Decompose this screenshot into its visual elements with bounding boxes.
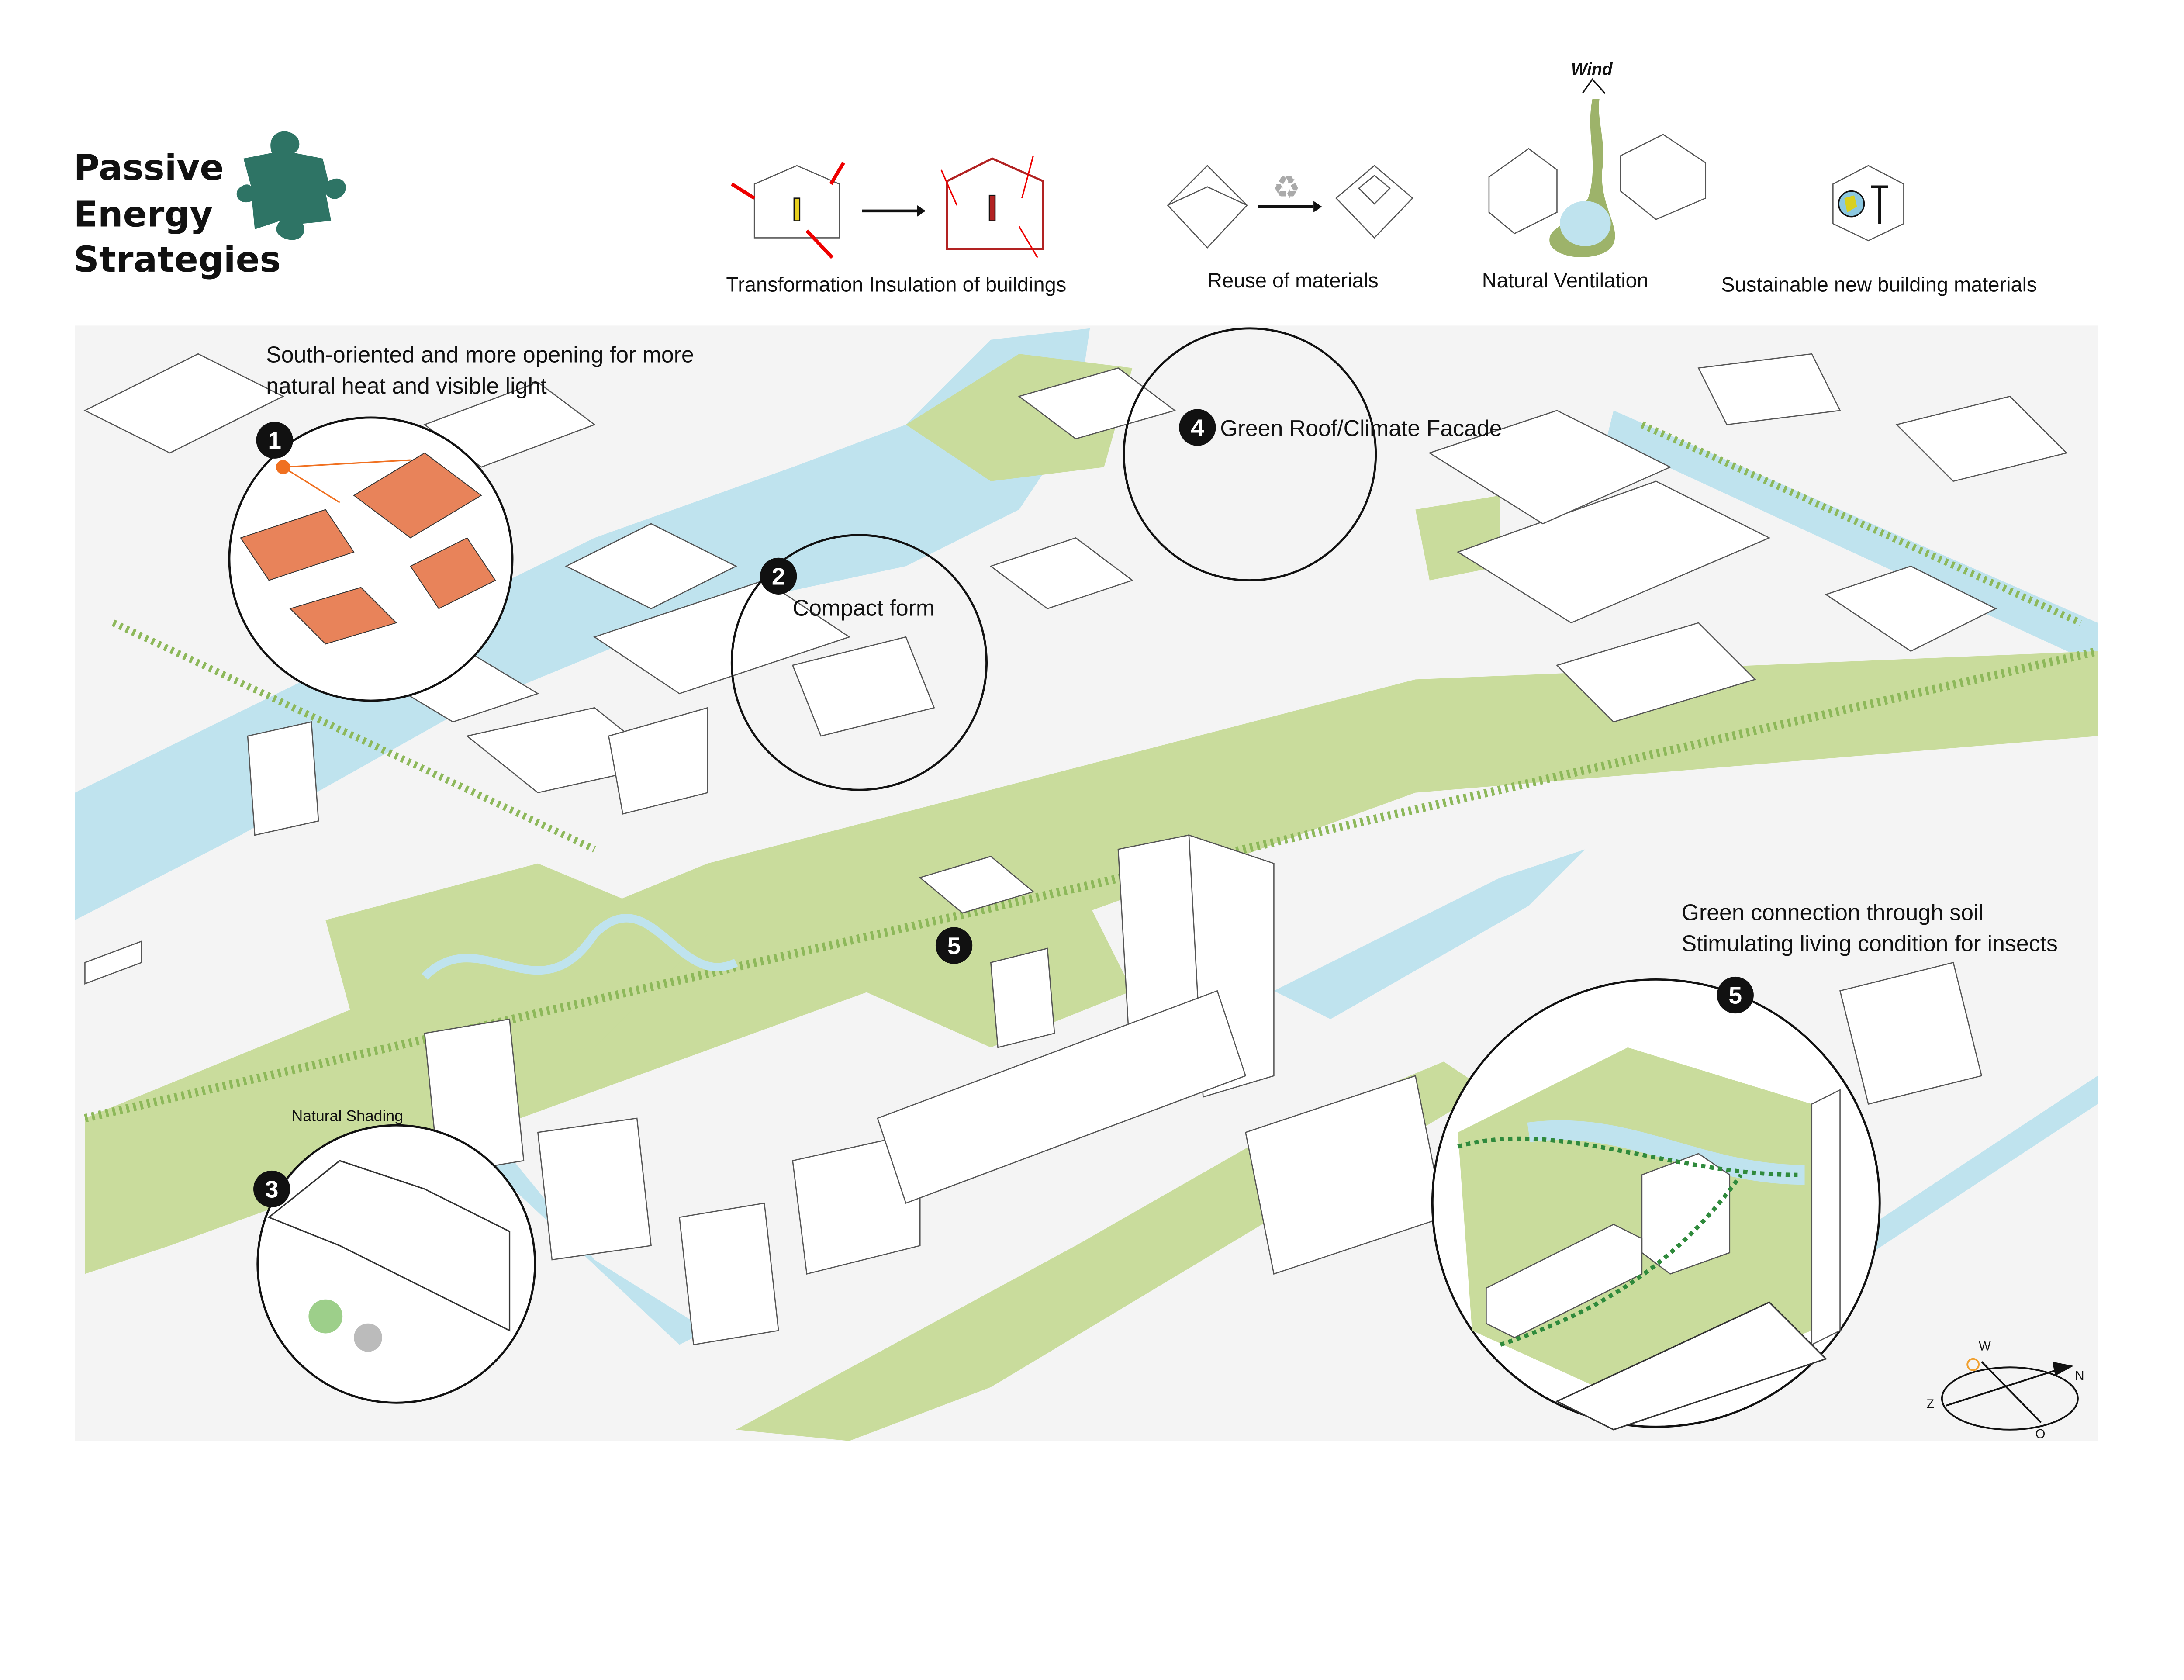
legend-label-insulation: Transformation Insulation of buildings	[726, 273, 1066, 296]
title-line-3: Strategies	[74, 239, 281, 280]
callout-1-label-line-1: South-oriented and more opening for more	[266, 342, 694, 367]
callout-4-number: 4	[1191, 414, 1204, 441]
callout-5a-number: 5	[947, 932, 961, 959]
callout-4-label: Green Roof/Climate Facade	[1220, 415, 1502, 441]
callout-4: 4 Green Roof/Climate Facade	[1123, 327, 1502, 582]
compass-o: O	[2035, 1427, 2046, 1441]
callout-5-label-line-1: Green connection through soil	[1682, 899, 1984, 925]
legend: Transformation Insulation of buildings ♻…	[726, 60, 2037, 296]
callout-2-label: Compact form	[793, 595, 935, 621]
puzzle-piece-icon	[236, 131, 346, 240]
passive-energy-diagram: Passive Energy Strategies Transformation…	[74, 60, 2099, 1441]
ventilation-icon	[1488, 78, 1707, 257]
callout-3-number: 3	[265, 1175, 279, 1203]
callout-5-detail: Green connection through soil Stimulatin…	[1431, 899, 2058, 1431]
buildings	[83, 353, 2068, 1345]
callout-1-number: 1	[268, 427, 281, 454]
canal-lower	[1840, 1075, 2098, 1274]
compass-w: W	[1979, 1339, 1991, 1353]
wind-label: Wind	[1571, 60, 1613, 79]
callout-5b-number: 5	[1728, 982, 1742, 1009]
earth-tools-icon	[1832, 165, 1904, 242]
title-block: Passive Energy Strategies	[74, 131, 346, 280]
callout-1-label-line-2: natural heat and visible light	[266, 373, 547, 398]
river	[75, 328, 1090, 920]
callout-2-number: 2	[772, 563, 785, 590]
compass-n: N	[2075, 1369, 2084, 1383]
callout-5-map: 5	[935, 927, 973, 964]
sun-icon	[1966, 1358, 1980, 1371]
title-line-1: Passive	[74, 148, 224, 189]
compass-z: Z	[1926, 1397, 1934, 1411]
legend-label-materials: Sustainable new building materials	[1721, 273, 2037, 296]
callout-3-label: Natural Shading	[292, 1107, 403, 1124]
callout-5-label-line-2: Stimulating living condition for insects	[1682, 931, 2058, 956]
recycle-icon: ♻	[1167, 165, 1413, 249]
insulation-icon	[731, 156, 1044, 259]
legend-label-reuse: Reuse of materials	[1207, 269, 1379, 292]
callout-2: 2 Compact form	[730, 534, 988, 791]
callout-1: South-oriented and more opening for more…	[228, 342, 694, 702]
title-line-2: Energy	[74, 194, 213, 235]
compass: W N O Z	[1926, 1339, 2084, 1441]
legend-label-ventilation: Natural Ventilation	[1482, 269, 1648, 292]
svg-text:♻: ♻	[1272, 169, 1300, 206]
callout-3: Natural Shading 3	[253, 1107, 536, 1404]
